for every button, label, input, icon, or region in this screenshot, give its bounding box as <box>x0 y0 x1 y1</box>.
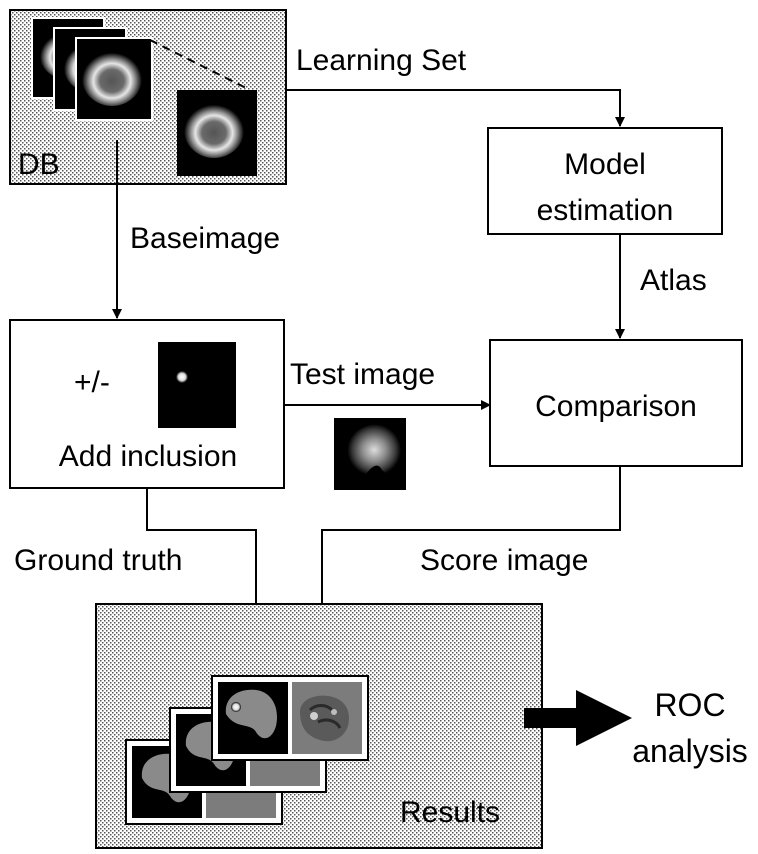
model-estimation-line2: estimation <box>537 194 674 227</box>
inclusion-mask-image <box>158 342 236 428</box>
test-image-thumbnail <box>334 418 406 490</box>
atlas-label: Atlas <box>640 264 707 297</box>
ground-truth-label: Ground truth <box>14 544 182 577</box>
db-image-stack <box>31 17 153 121</box>
comparison-label: Comparison <box>535 390 697 423</box>
learning-set-arrow <box>286 89 625 127</box>
result-hotspot <box>231 702 241 712</box>
test-image-label: Test image <box>290 358 435 391</box>
add-inclusion-label: Add inclusion <box>59 440 237 473</box>
inclusion-sign: +/- <box>74 366 110 399</box>
db-label: DB <box>18 148 60 181</box>
roc-arrow <box>524 690 632 746</box>
add-inclusion-box: +/- Add inclusion <box>9 319 285 489</box>
results-box: Results <box>95 603 543 849</box>
ground-truth-arrow <box>146 488 261 673</box>
roc-line2: analysis <box>632 733 748 769</box>
score-image-arrow <box>317 466 621 673</box>
comparison-box: Comparison <box>489 339 743 467</box>
roc-line1: ROC <box>654 687 725 723</box>
db-selected-image <box>177 90 257 176</box>
inclusion-hotspot <box>176 371 188 383</box>
baseimage-label: Baseimage <box>130 222 280 255</box>
model-estimation-line1: Model <box>564 148 646 181</box>
db-box: DB <box>9 9 287 185</box>
learning-set-label: Learning Set <box>296 44 467 77</box>
db-dashed-connector <box>149 39 251 91</box>
score-image-label: Score image <box>420 544 588 577</box>
results-label: Results <box>400 796 500 829</box>
model-estimation-box: Model estimation <box>487 127 723 235</box>
result-card-1 <box>211 675 369 761</box>
